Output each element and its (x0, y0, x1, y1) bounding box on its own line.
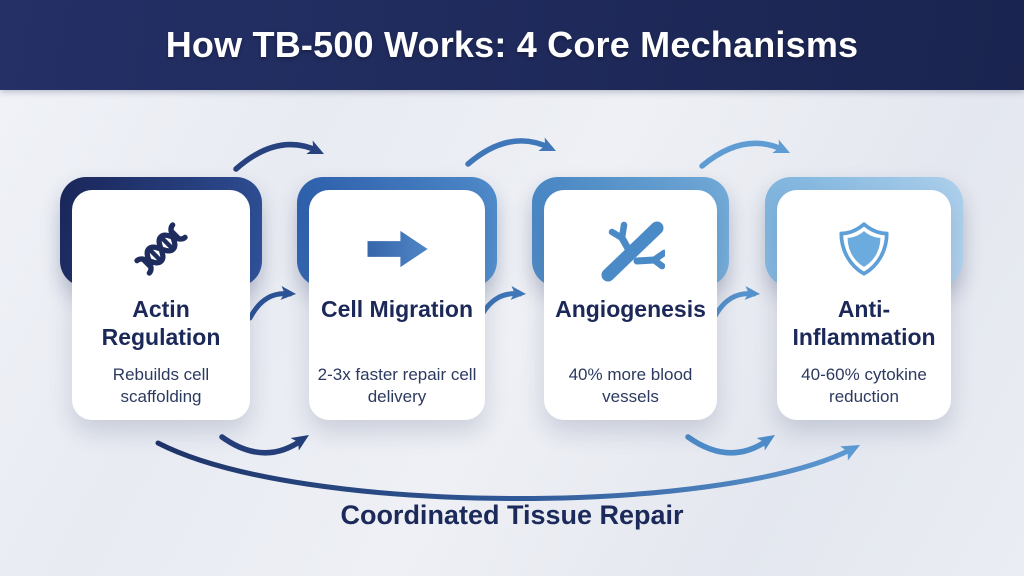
bottom-arc-arrow-2 (685, 434, 775, 456)
card-panel: Angiogenesis 40% more blood vessels (544, 190, 717, 420)
card-panel: Actin Regulation Rebuilds cell scaffoldi… (72, 190, 250, 420)
card-subtitle: 2-3x faster repair cell delivery (317, 365, 477, 406)
header-banner: How TB-500 Works: 4 Core Mechanisms (0, 0, 1024, 90)
mechanism-card-angiogenesis: Angiogenesis 40% more blood vessels (532, 177, 729, 420)
top-arc-arrow-1 (233, 140, 324, 172)
dna-icon (128, 202, 194, 296)
card-subtitle: Rebuilds cell scaffolding (112, 365, 210, 406)
page-title: How TB-500 Works: 4 Core Mechanisms (165, 24, 859, 65)
card-subtitle: 40% more blood vessels (568, 365, 693, 406)
coordinated-tissue-repair-label: Coordinated Tissue Repair (340, 500, 684, 530)
top-arc-arrow-2 (465, 137, 556, 167)
arrow-right-icon (363, 202, 431, 296)
vessel-branch-icon (597, 202, 665, 296)
bottom-arc-arrow-1 (219, 434, 309, 456)
mechanism-card-anti-inflammation: Anti-Inflammation 40-60% cytokine reduct… (765, 177, 963, 420)
shield-icon (833, 202, 895, 296)
card-title: Actin Regulation (101, 296, 221, 350)
card-title: Anti-Inflammation (792, 296, 936, 350)
mechanism-card-actin-regulation: Actin Regulation Rebuilds cell scaffoldi… (60, 177, 262, 420)
card-panel: Anti-Inflammation 40-60% cytokine reduct… (777, 190, 951, 420)
mechanism-card-cell-migration: Cell Migration 2-3x faster repair cell d… (297, 177, 497, 420)
card-title: Cell Migration (320, 296, 474, 322)
card-title: Angiogenesis (555, 296, 706, 322)
card-subtitle: 40-60% cytokine reduction (801, 365, 927, 406)
long-sweep-arrow (155, 440, 860, 502)
card-panel: Cell Migration 2-3x faster repair cell d… (309, 190, 485, 420)
top-arc-arrow-3 (699, 139, 790, 169)
